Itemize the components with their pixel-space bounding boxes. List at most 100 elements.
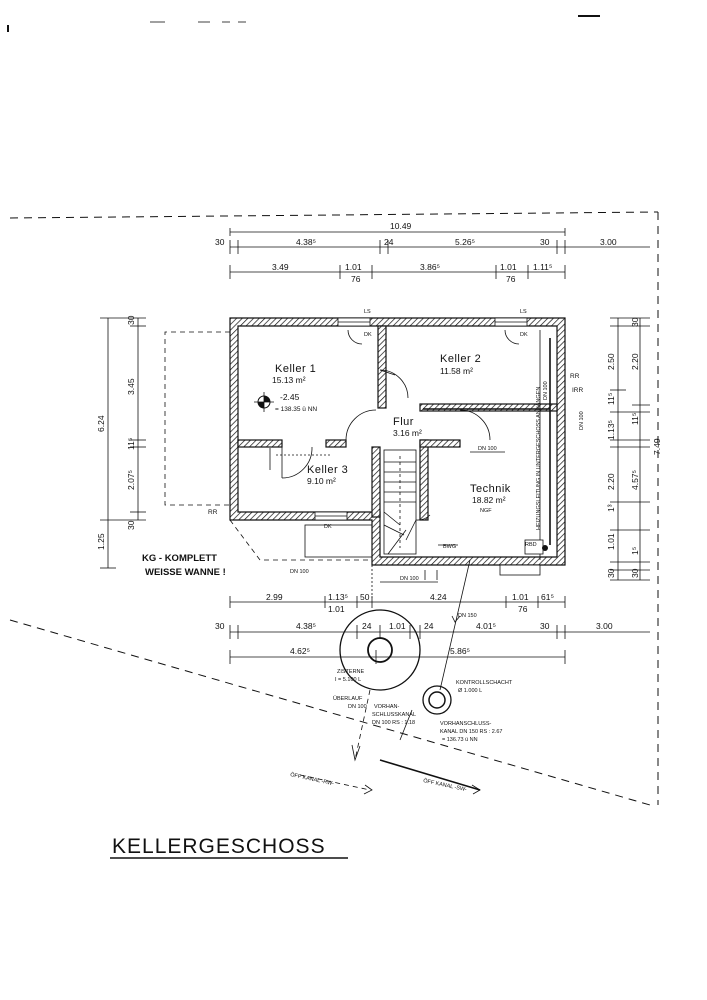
dim-right-6: 11⁵ — [630, 413, 640, 425]
dim-bot-r2-8: 3.00 — [596, 621, 613, 631]
level-marker — [254, 392, 274, 412]
dim-left-4: 11⁵ — [126, 438, 136, 450]
dim-bot-r2-5: 24 — [424, 621, 434, 631]
dim-bot-r1-7: 76 — [518, 604, 528, 614]
label-heiz: HEIZUNGSLEITUNG IN UNTERGESCHOSS ANHÄNGE… — [535, 387, 542, 530]
dim-top-5: 30 — [540, 237, 550, 247]
drawing-title: KELLERGESCHOSS — [110, 835, 348, 859]
dim-bot-r1-4: 50 — [360, 592, 370, 602]
dim-bot-r1-8: 61⁵ — [541, 592, 554, 602]
dim-right-5: 1.13⁵ — [606, 420, 616, 440]
channel1-label-3: DN 100 RS : 1.18 — [372, 720, 415, 726]
pipes — [269, 330, 551, 576]
dim-top-r2-6: 76 — [506, 274, 516, 284]
staircase — [383, 449, 431, 555]
dim-bot-r1-5: 4.24 — [430, 592, 447, 602]
dim-bot-r2-4: 1.01 — [389, 621, 406, 631]
dimension-chain-bottom: 2.99 1.13⁵ 1.01 50 4.24 1.01 76 61⁵ 30 4… — [215, 592, 650, 664]
room-labels: Keller 1 15.13 m² Keller 2 11.58 m² Flur… — [272, 353, 511, 514]
label-ls1: LS — [364, 309, 371, 315]
room-flur-area: 3.16 m² — [393, 428, 422, 438]
room-keller1-area: 15.13 m² — [272, 375, 306, 385]
dim-bot-r1-6: 1.01 — [512, 592, 529, 602]
dim-left-3: 6.24 — [96, 415, 106, 432]
room-technik-sub: NGF — [480, 508, 492, 514]
label-rr1: RR — [208, 509, 218, 516]
overflow-label-1: ÜBERLAUF — [333, 695, 363, 702]
dim-bot-r2-3: 24 — [362, 621, 372, 631]
label-dn100-d: DN 100 — [290, 569, 309, 575]
note-line-1: KG - KOMPLETT — [142, 553, 217, 564]
label-rbd: RBD — [525, 542, 537, 548]
dim-right-1: 30 — [630, 317, 640, 327]
construction-note: KG - KOMPLETT WEISSE WANNE ! — [142, 553, 226, 578]
dim-bot-r3-2: 5.86⁵ — [450, 646, 470, 656]
dim-bot-r2-2: 4.38⁵ — [296, 621, 316, 631]
dim-left-6: 30 — [126, 520, 136, 530]
shaft-label-1: KONTROLLSCHACHT — [456, 680, 513, 686]
cistern-label-2: I = 5.100 L — [335, 677, 361, 683]
dim-total-width: 10.49 — [390, 221, 412, 231]
control-shaft — [422, 685, 452, 715]
dim-bot-r2-6: 4.01⁵ — [476, 621, 496, 631]
dim-top-4: 5.26⁵ — [455, 237, 475, 247]
scan-marks — [7, 15, 600, 32]
property-boundary — [9, 211, 659, 806]
label-ls2: LS — [520, 309, 527, 315]
dim-right-10: 1³ — [606, 504, 616, 512]
dim-right-3: 2.20 — [630, 353, 640, 370]
channel1-label-1: VORHAN- — [374, 704, 400, 710]
label-rr2: RR — [570, 373, 580, 380]
label-dn100-a: DN 100 — [543, 381, 549, 400]
wall-k1-k2 — [377, 325, 387, 409]
drainage — [299, 559, 481, 795]
dim-top-1: 30 — [215, 237, 225, 247]
wall-k3-stair — [371, 446, 381, 518]
wall-k1-k3-b — [325, 439, 347, 448]
fixture-labels: LS DK LS DK DK RR RR IRR DN 100 DN 100 D… — [208, 309, 585, 619]
dim-top-2: 4.38⁵ — [296, 237, 316, 247]
channel1-label-2: SCHLUSSKANAL — [372, 712, 416, 718]
dim-right-14: 30 — [630, 568, 640, 578]
channel2-label-1: VORHANSCHLUSS- — [440, 721, 492, 727]
doors — [281, 329, 520, 479]
room-keller3-name: Keller 3 — [307, 464, 348, 476]
cistern — [339, 609, 421, 691]
dim-left-1: 30 — [126, 315, 136, 325]
dim-left-2: 3.45 — [126, 378, 136, 395]
level-value: -2.45 — [280, 392, 300, 402]
room-keller3-area: 9.10 m² — [307, 476, 336, 486]
dim-top-r2-3: 76 — [351, 274, 361, 284]
wall-k2-technik — [419, 403, 558, 412]
overflow-label-2: DN 100 — [348, 704, 367, 710]
room-technik-name: Technik — [470, 483, 511, 495]
dim-right-7: 7.49 — [652, 438, 662, 455]
dim-bot-r2-1: 30 — [215, 621, 225, 631]
room-keller1-name: Keller 1 — [275, 363, 316, 375]
dimension-chain-top: 10.49 30 4.38⁵ 24 5.26⁵ 30 3.00 3.49 1.0… — [215, 221, 650, 284]
label-dn100-c: DN 100 — [478, 446, 497, 452]
dim-bot-r2-7: 30 — [540, 621, 550, 631]
room-flur-name: Flur — [393, 416, 414, 428]
dim-right-12: 1⁵ — [630, 547, 640, 555]
room-technik-area: 18.82 m² — [472, 495, 506, 505]
page-title: KELLERGESCHOSS — [112, 835, 326, 858]
dim-bot-r1-1: 2.99 — [266, 592, 283, 602]
label-dk3: DK — [324, 524, 332, 530]
dim-top-r2-4: 3.86⁵ — [420, 262, 440, 272]
dim-left-7: 1.25 — [96, 533, 106, 550]
label-bwg: BWG — [443, 544, 456, 550]
cistern-label-1: ZISTERNE — [337, 669, 365, 675]
label-dk2: DK — [520, 332, 528, 338]
walls — [229, 317, 566, 566]
dim-bot-r3-1: 4.62⁵ — [290, 646, 310, 656]
dim-right-8: 4.57⁵ — [630, 470, 640, 490]
wall-k1-k3-a — [237, 439, 283, 448]
shaft-label-2: Ø 1.000 L — [458, 688, 482, 694]
dim-right-4: 11⁵ — [606, 393, 616, 405]
label-dn150: DN 150 — [458, 613, 477, 619]
room-keller2-area: 11.58 m² — [440, 366, 473, 376]
drainage-labels: ZISTERNE I = 5.100 L ÜBERLAUF DN 100 VOR… — [290, 669, 513, 793]
label-dn100-e: DN 100 — [400, 576, 419, 582]
